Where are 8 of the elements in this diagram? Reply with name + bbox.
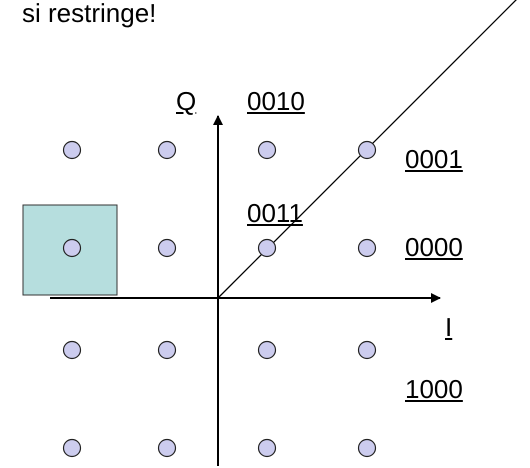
bit-label: 0000: [405, 234, 463, 260]
bit-label: 1000: [405, 376, 463, 402]
note-text: si restringe!: [22, 0, 156, 26]
bit-label: 0001: [405, 146, 463, 172]
bit-label: 0011: [247, 200, 303, 226]
axis-label: Q: [176, 88, 196, 114]
bit-label: 0010: [247, 88, 305, 114]
axis-label: I: [445, 314, 452, 340]
